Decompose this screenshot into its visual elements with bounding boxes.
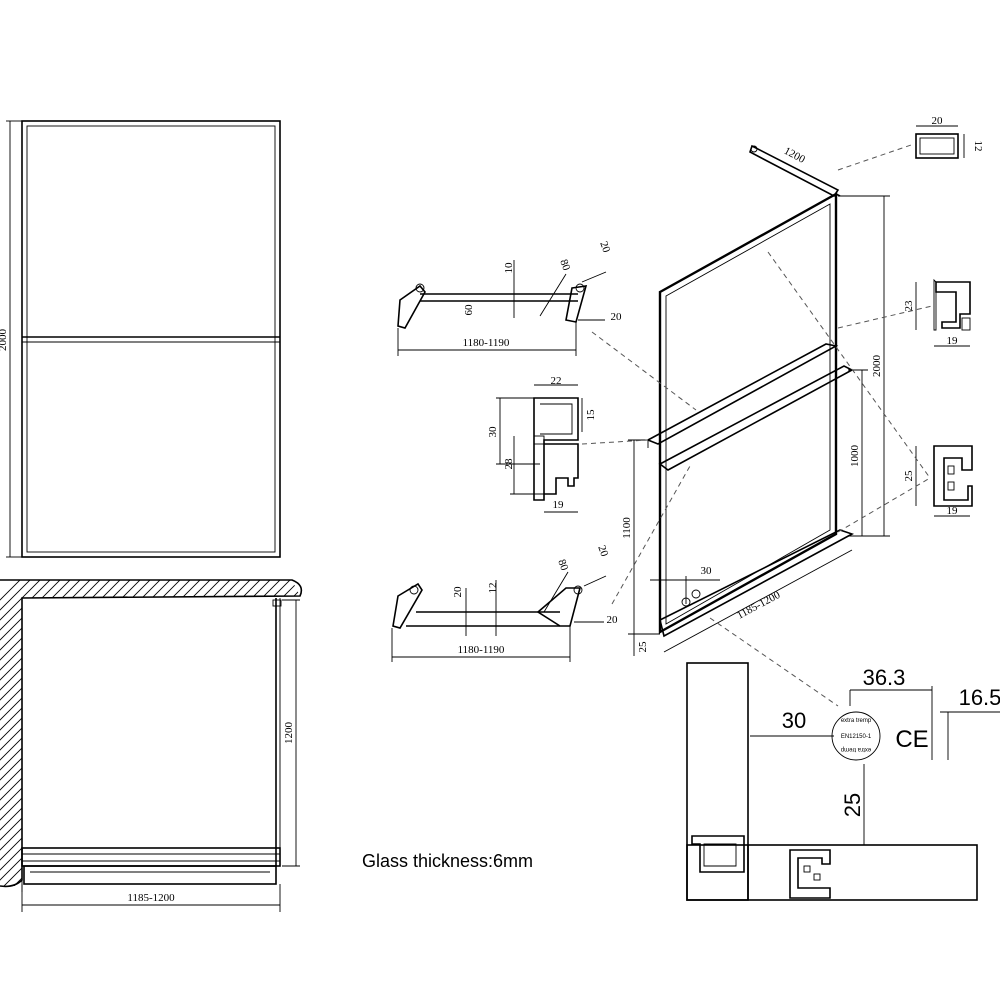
plan-wall-outline	[0, 579, 303, 888]
profile-top-outline	[915, 133, 959, 159]
svg-text:60: 60	[463, 304, 475, 316]
svg-text:80: 80	[555, 558, 570, 573]
svg-text:20: 20	[597, 240, 612, 255]
front-frame-outer	[21, 120, 281, 558]
profile-channel-outline	[933, 445, 973, 507]
iso-mid-label: 1000	[849, 445, 861, 468]
svg-text:19: 19	[947, 335, 959, 347]
plan-view: 1200 1185-1200	[0, 579, 303, 912]
plan-depth-label: 1200	[283, 722, 295, 745]
iso-mid-shelf	[646, 343, 839, 445]
detail-post-profile	[691, 835, 745, 873]
svg-text:22: 22	[551, 375, 562, 387]
iso-gap-label: 25	[637, 641, 649, 653]
svg-text:12: 12	[487, 583, 499, 594]
stamp-top-text: extra tremp	[841, 718, 872, 724]
detail-dim-d: 25	[840, 793, 865, 817]
front-elevation: 2000	[0, 120, 281, 558]
svg-text:20: 20	[452, 586, 464, 598]
profile-corner: 23 19	[903, 278, 971, 347]
upper-span-label: 1180-1190	[463, 337, 510, 349]
svg-text:12: 12	[972, 141, 984, 152]
detail-dim-a: 36.3	[863, 665, 906, 690]
tempered-stamp	[831, 711, 881, 761]
svg-text:19: 19	[947, 505, 959, 517]
detail-base-block	[686, 844, 978, 901]
profile-corner-outline	[935, 281, 971, 329]
svg-text:80: 80	[557, 258, 572, 273]
plan-base-bar	[23, 865, 277, 885]
upper-brace-right-clamp	[565, 285, 588, 323]
svg-text:20: 20	[607, 614, 619, 626]
svg-text:25: 25	[903, 470, 915, 482]
profile-channel: 25 19	[903, 445, 973, 517]
iso-width-dim-line	[663, 549, 853, 653]
iso-hole-offset-label: 30	[701, 565, 713, 577]
iso-glass-panel	[658, 191, 838, 635]
lower-span-label: 1180-1190	[458, 644, 505, 656]
mid-profile-section: 22 15 30 28 19	[487, 375, 597, 513]
svg-text:20: 20	[595, 544, 610, 559]
svg-text:20: 20	[932, 115, 944, 127]
glass-thickness-note: Glass thickness:6mm	[362, 851, 533, 871]
plan-width-label: 1185-1200	[127, 892, 175, 904]
lower-brace-detail: 1180-1190 20 12 80 20 20	[391, 544, 619, 662]
isometric-view: 1200 30 2000 1000 1100 25 1185-	[621, 144, 890, 656]
plan-wall-clamp	[272, 599, 282, 607]
front-height-label: 2000	[0, 329, 9, 352]
svg-text:28: 28	[503, 458, 515, 470]
leader-lines	[581, 143, 933, 707]
ce-mark: CE	[895, 726, 928, 753]
iso-base-profile	[659, 529, 855, 638]
upper-brace-left-clamp	[397, 284, 426, 329]
detail-dim-b: 16.5	[959, 685, 1000, 710]
svg-text:23: 23	[903, 300, 915, 312]
iso-height-label: 2000	[871, 355, 883, 378]
iso-low-label: 1100	[621, 517, 633, 539]
svg-text:10: 10	[503, 262, 515, 274]
lower-brace-right-clamp	[536, 587, 582, 627]
detail-channel-profile	[789, 849, 831, 899]
upper-brace-detail: 1180-1190 10 60 80 20 20	[397, 240, 623, 356]
svg-text:19: 19	[553, 499, 565, 511]
svg-text:30: 30	[487, 426, 499, 438]
front-frame-inner	[26, 125, 276, 553]
profile-top: 20 12	[915, 115, 984, 159]
stamp-bottom-text: extra tremp	[840, 746, 871, 752]
svg-text:15: 15	[585, 409, 597, 421]
stamp-standard: EN12150-1	[841, 734, 872, 740]
detail-dim-c: 30	[782, 708, 806, 733]
corner-detail: 36.3 16.5 30 25 extra tremp EN12150-1 ex…	[686, 662, 1000, 901]
svg-text:20: 20	[611, 311, 623, 323]
